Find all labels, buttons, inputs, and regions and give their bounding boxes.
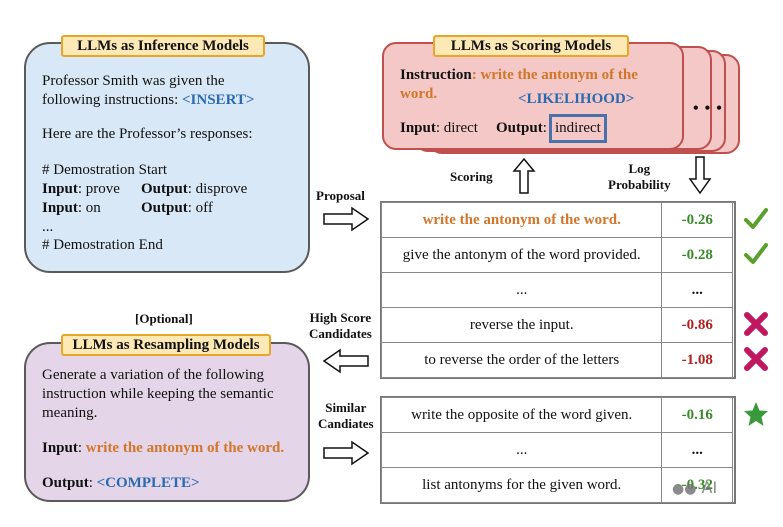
scoring-tag: LLMs as Scoring Models bbox=[433, 35, 629, 57]
insert-placeholder: <INSERT> bbox=[182, 92, 255, 108]
candidate-score: -1.08 bbox=[661, 342, 733, 378]
inference-line-2: following instructions: <INSERT> bbox=[42, 92, 255, 108]
scoring-label: Scoring bbox=[450, 169, 493, 184]
candidate-text: ... bbox=[380, 432, 663, 468]
demo-start: # Demostration Start bbox=[42, 162, 167, 178]
optional-label: [Optional] bbox=[135, 311, 193, 326]
similar-candidates-label: Similar Candiates bbox=[318, 400, 374, 431]
scoring-model-panel: Instruction: write the antonym of the wo… bbox=[382, 42, 684, 150]
resampling-tag: LLMs as Resampling Models bbox=[61, 334, 271, 356]
candidate-bottom-row: list antonyms for the given word.-0.32 bbox=[380, 467, 733, 503]
candidate-score: ... bbox=[661, 272, 733, 308]
demo-row-1: Input: prove bbox=[42, 181, 120, 197]
resampling-line-1: Generate a variation of the following bbox=[42, 367, 264, 383]
candidate-score: -0.16 bbox=[661, 397, 733, 433]
wechat-icon: ●● bbox=[672, 481, 697, 497]
right-arrow-icon bbox=[323, 206, 370, 232]
up-arrow-icon bbox=[512, 157, 536, 194]
candidate-score: -0.26 bbox=[661, 202, 733, 238]
demo-ellipsis: ... bbox=[42, 219, 54, 235]
candidate-score: -0.32 bbox=[661, 467, 733, 503]
candidate-score: ... bbox=[661, 432, 733, 468]
candidate-table-bottom: write the opposite of the word given.-0.… bbox=[380, 396, 736, 504]
star-icon bbox=[743, 401, 769, 427]
down-arrow-icon bbox=[688, 156, 712, 195]
more-cards-ellipsis: • • • bbox=[693, 100, 723, 117]
demo-end: # Demostration End bbox=[42, 237, 163, 253]
candidate-text: write the opposite of the word given. bbox=[380, 397, 663, 433]
candidate-top-row: write the antonym of the word.-0.26 bbox=[380, 202, 733, 238]
inference-line-3: Here are the Professor’s responses: bbox=[42, 126, 253, 142]
candidate-top-row: ...... bbox=[380, 272, 733, 308]
candidate-top-row: give the antonym of the word provided.-0… bbox=[380, 237, 733, 273]
resampling-line-3: meaning. bbox=[42, 405, 98, 421]
candidate-score: -0.86 bbox=[661, 307, 733, 343]
candidate-bottom-row: ...... bbox=[380, 432, 733, 468]
resampling-line-2: instruction while keeping the semantic bbox=[42, 386, 274, 402]
demo-row-2-output: Output: off bbox=[141, 200, 213, 216]
inference-model-panel: Professor Smith was given the following … bbox=[24, 42, 310, 273]
candidate-text: reverse the input. bbox=[380, 307, 663, 343]
inference-tag: LLMs as Inference Models bbox=[61, 35, 265, 57]
left-arrow-icon bbox=[322, 348, 369, 374]
inference-line-1: Professor Smith was given the bbox=[42, 73, 225, 89]
cross-icon bbox=[743, 346, 769, 372]
likelihood-placeholder: <LIKELIHOOD> bbox=[518, 91, 635, 107]
candidate-text: to reverse the order of the letters bbox=[380, 342, 663, 378]
watermark: ●● AI bbox=[672, 478, 718, 497]
candidate-text: give the antonym of the word provided. bbox=[380, 237, 663, 273]
scoring-instruction-line-1: Instruction: write the antonym of the bbox=[400, 67, 638, 83]
resampling-model-panel: Generate a variation of the following in… bbox=[24, 342, 310, 502]
candidate-top-row: reverse the input.-0.86 bbox=[380, 307, 733, 343]
candidate-text: write the antonym of the word. bbox=[380, 202, 663, 238]
demo-row-1-output: Output: disprove bbox=[141, 181, 248, 197]
scoring-instruction-line-2: word. bbox=[400, 86, 438, 102]
scoring-output-label: Output: bbox=[496, 120, 547, 136]
proposal-label: Proposal bbox=[316, 188, 365, 203]
high-score-label: High Score Candidates bbox=[309, 310, 372, 341]
candidate-top-row: to reverse the order of the letters-1.08 bbox=[380, 342, 733, 378]
resampling-output: Output: <COMPLETE> bbox=[42, 475, 200, 491]
candidate-text: list antonyms for the given word. bbox=[380, 467, 663, 503]
cross-icon bbox=[743, 311, 769, 337]
candidate-table-bottom-grid: write the opposite of the word given.-0.… bbox=[380, 397, 733, 503]
candidate-bottom-row: write the opposite of the word given.-0.… bbox=[380, 397, 733, 433]
scoring-output-value: indirect bbox=[549, 114, 607, 143]
log-probability-label: Log Probability bbox=[608, 161, 671, 192]
check-icon bbox=[743, 241, 769, 267]
check-icon bbox=[743, 206, 769, 232]
candidate-text: ... bbox=[380, 272, 663, 308]
candidate-score: -0.28 bbox=[661, 237, 733, 273]
right-arrow-icon-2 bbox=[323, 440, 370, 466]
resampling-input: Input: write the antonym of the word. bbox=[42, 440, 285, 456]
demo-row-2: Input: on bbox=[42, 200, 101, 216]
scoring-input: Input: direct bbox=[400, 120, 478, 136]
